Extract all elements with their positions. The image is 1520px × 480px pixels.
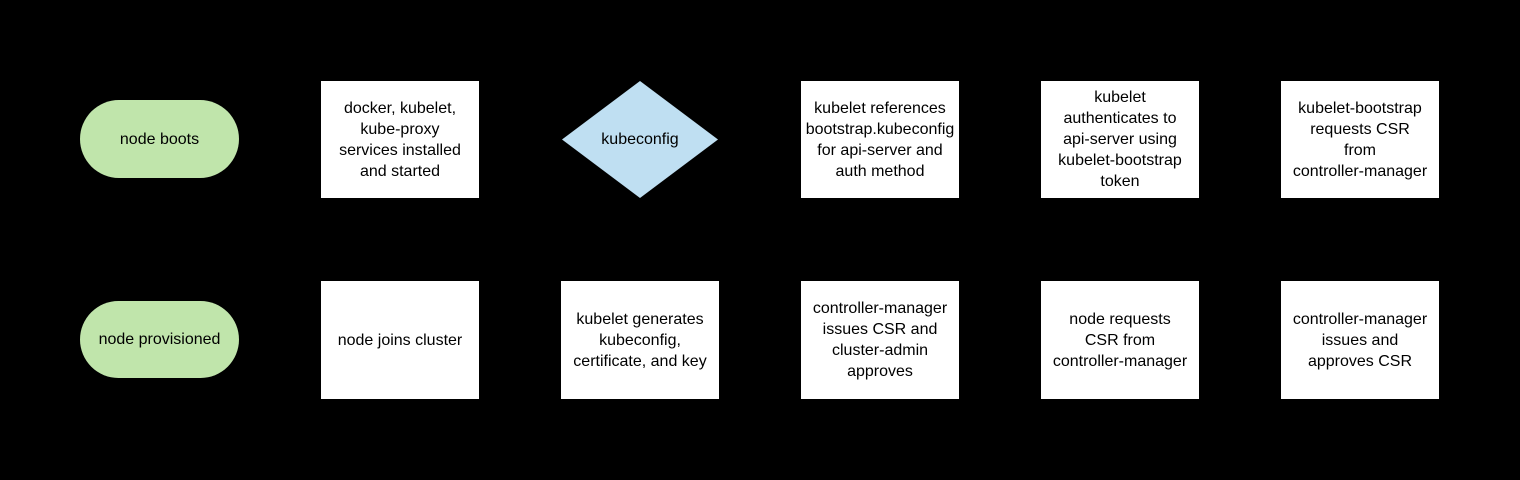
node-label: controller-manager issues CSR and cluste… (812, 300, 948, 380)
node-label: kubeconfig (601, 131, 679, 148)
node-label: kubelet generates kubeconfig, certificat… (573, 310, 707, 370)
node-label: node boots (119, 130, 200, 148)
terminator-node-boots: node boots (80, 100, 239, 178)
process-services-installed: docker, kubelet, kube-proxy services ins… (321, 81, 479, 198)
node-label: node requests CSR from controller-manage… (1052, 310, 1188, 370)
process-controller-manager-approves-csr: controller-manager issues and approves C… (1281, 281, 1439, 399)
process-controller-manager-issues-csr: controller-manager issues CSR and cluste… (801, 281, 959, 399)
node-label: docker, kubelet, kube-proxy services ins… (339, 99, 461, 180)
node-label: kubelet references bootstrap.kubeconfig … (805, 99, 955, 180)
node-label: node provisioned (98, 331, 221, 348)
terminator-node-provisioned: node provisioned (80, 301, 239, 378)
process-node-joins-cluster: node joins cluster (321, 281, 479, 399)
process-kubelet-references-bootstrap: kubelet references bootstrap.kubeconfig … (801, 81, 959, 198)
process-kubelet-authenticates: kubelet authenticates to api-server usin… (1041, 81, 1199, 198)
node-label: controller-manager issues and approves C… (1292, 310, 1428, 370)
process-node-requests-csr: node requests CSR from controller-manage… (1041, 281, 1199, 399)
process-kubelet-generates-kubeconfig: kubelet generates kubeconfig, certificat… (561, 281, 719, 399)
decision-kubeconfig: kubeconfig (562, 81, 718, 198)
process-kubelet-bootstrap-requests-csr: kubelet-bootstrap requests CSR from cont… (1281, 81, 1439, 198)
node-label: kubelet-bootstrap requests CSR from cont… (1292, 99, 1428, 180)
node-label: kubelet authenticates to api-server usin… (1058, 89, 1182, 190)
node-label: node joins cluster (337, 331, 463, 349)
